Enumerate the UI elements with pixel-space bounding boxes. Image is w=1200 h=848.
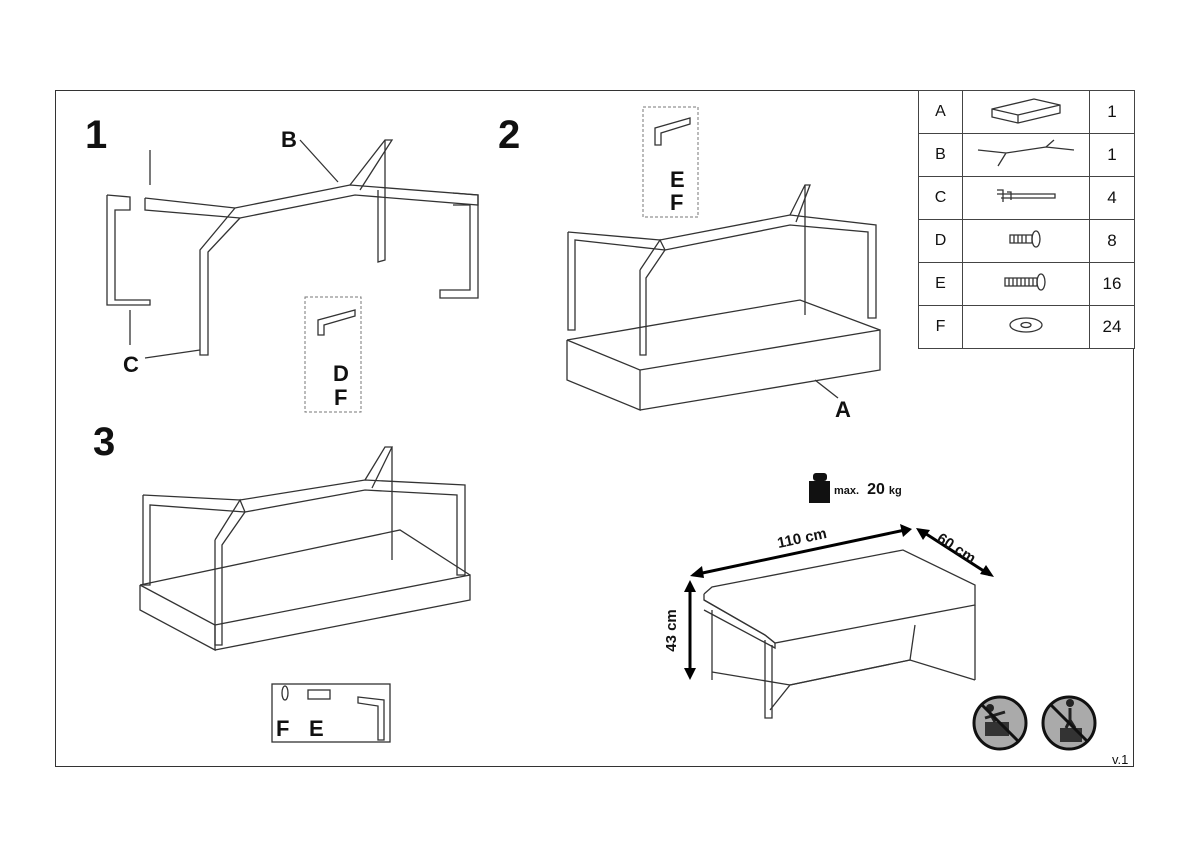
no-climbing-icon (972, 695, 1028, 751)
part-letter: A (918, 90, 963, 134)
part-label-b: B (281, 127, 297, 152)
part-label-e: E (670, 167, 685, 192)
part-qty: 16 (1089, 262, 1135, 306)
step-number-1: 1 (85, 113, 108, 157)
part-letter: C (918, 176, 963, 220)
part-letter: B (918, 133, 963, 177)
long-bolt-icon (962, 262, 1090, 306)
step1-drawing (106, 139, 479, 413)
step3-drawing (139, 446, 471, 743)
dimension-height: 43 cm (662, 609, 680, 652)
step-number-2: 2 (498, 113, 521, 157)
frame-tray-icon (962, 90, 1090, 134)
part-qty: 4 (1089, 176, 1135, 220)
no-standing-icon (1041, 695, 1097, 751)
part-letter: F (918, 305, 963, 349)
part-label-f: F (334, 385, 348, 410)
part-label-c: C (123, 352, 139, 377)
part-label-d: D (333, 361, 349, 386)
finished-table-drawing (684, 473, 994, 719)
part-label-f: F (670, 190, 684, 215)
part-letter: E (918, 262, 963, 306)
step2-drawing (566, 106, 881, 411)
part-qty: 24 (1089, 305, 1135, 349)
part-label-f: F (276, 716, 290, 741)
page-frame (55, 90, 1134, 767)
table-row: F 24 (918, 305, 1135, 349)
leg-bracket-icon (962, 176, 1090, 220)
step-number-3: 3 (93, 420, 116, 464)
max-load-prefix: max. (834, 485, 860, 497)
version-label: v.1 (1112, 752, 1129, 767)
max-load-value: 20 (867, 481, 885, 498)
max-load: max. 20 kg (834, 481, 902, 499)
cross-frame-icon (962, 133, 1090, 177)
part-label-a: A (835, 397, 851, 422)
part-letter: D (918, 219, 963, 263)
part-qty: 1 (1089, 133, 1135, 177)
max-load-unit: kg (888, 485, 902, 497)
part-qty: 8 (1089, 219, 1135, 263)
short-bolt-icon (962, 219, 1090, 263)
washer-icon (962, 305, 1090, 349)
table-row: E 16 (918, 262, 1135, 306)
part-qty: 1 (1089, 90, 1135, 134)
part-label-e: E (309, 716, 324, 741)
weight-icon (809, 473, 830, 503)
